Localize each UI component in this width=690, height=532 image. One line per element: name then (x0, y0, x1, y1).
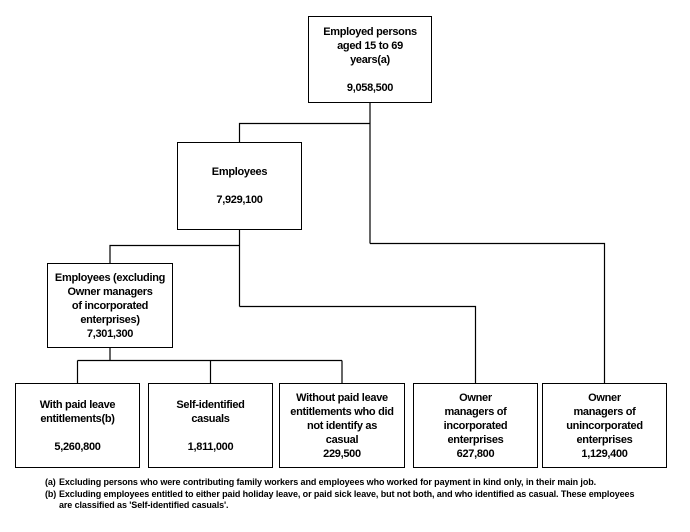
node-without-paid-leave: Without paid leave entitlements who did … (279, 383, 405, 468)
node-label: Employed persons aged 15 to 69 years(a) (323, 25, 417, 66)
footnote-a: (a) Excluding persons who were contribut… (45, 477, 645, 489)
node-label: Owner managers of unincorporated enterpr… (566, 391, 643, 446)
node-label: With paid leave entitlements(b) (39, 398, 116, 425)
node-value: 627,800 (456, 447, 495, 460)
node-owner-managers-unincorporated: Owner managers of unincorporated enterpr… (542, 383, 667, 468)
node-value: 1,811,000 (187, 440, 234, 453)
node-value: 7,929,100 (216, 194, 263, 206)
node-self-identified-casuals: Self-identified casuals 1,811,000 (148, 383, 273, 468)
connector-employees-to-owner-incorporated (239, 305, 477, 383)
footnote-text: Excluding employees entitled to either p… (59, 488, 635, 511)
node-owner-managers-incorporated: Owner managers of incorporated enterpris… (413, 383, 538, 468)
footnote-marker: (b) (45, 488, 57, 499)
footnote-b: (b) Excluding employees entitled to eith… (45, 489, 645, 512)
node-label: Employees (211, 166, 268, 178)
node-value: 5,260,800 (54, 440, 101, 453)
node-with-paid-leave: With paid leave entitlements(b) 5,260,80… (15, 383, 140, 468)
connector-employees-to-excluding (109, 244, 240, 263)
node-value: 1,129,400 (581, 447, 628, 460)
node-label: Without paid leave entitlements who did … (290, 391, 394, 446)
footnote-text: Excluding persons who were contributing … (59, 477, 597, 487)
node-value: 9,058,500 (346, 81, 394, 94)
footnote-marker: (a) (45, 477, 56, 487)
node-label: Employees (excluding Owner managers of i… (54, 271, 166, 326)
node-label: Owner managers of incorporated enterpris… (443, 391, 508, 446)
node-value: 229,500 (323, 447, 361, 460)
node-employed-persons: Employed persons aged 15 to 69 years(a) … (308, 16, 432, 103)
node-label: Self-identified casuals (176, 398, 245, 425)
node-value: 7,301,300 (86, 327, 134, 340)
node-employees-excluding-owner-managers: Employees (excluding Owner managers of i… (47, 263, 173, 348)
connector-employed-to-owner-unincorporated (370, 242, 606, 383)
node-employees: Employees 7,929,100 (177, 142, 302, 230)
footnotes: (a) Excluding persons who were contribut… (45, 477, 645, 512)
connector-employed-to-employees (238, 122, 370, 142)
